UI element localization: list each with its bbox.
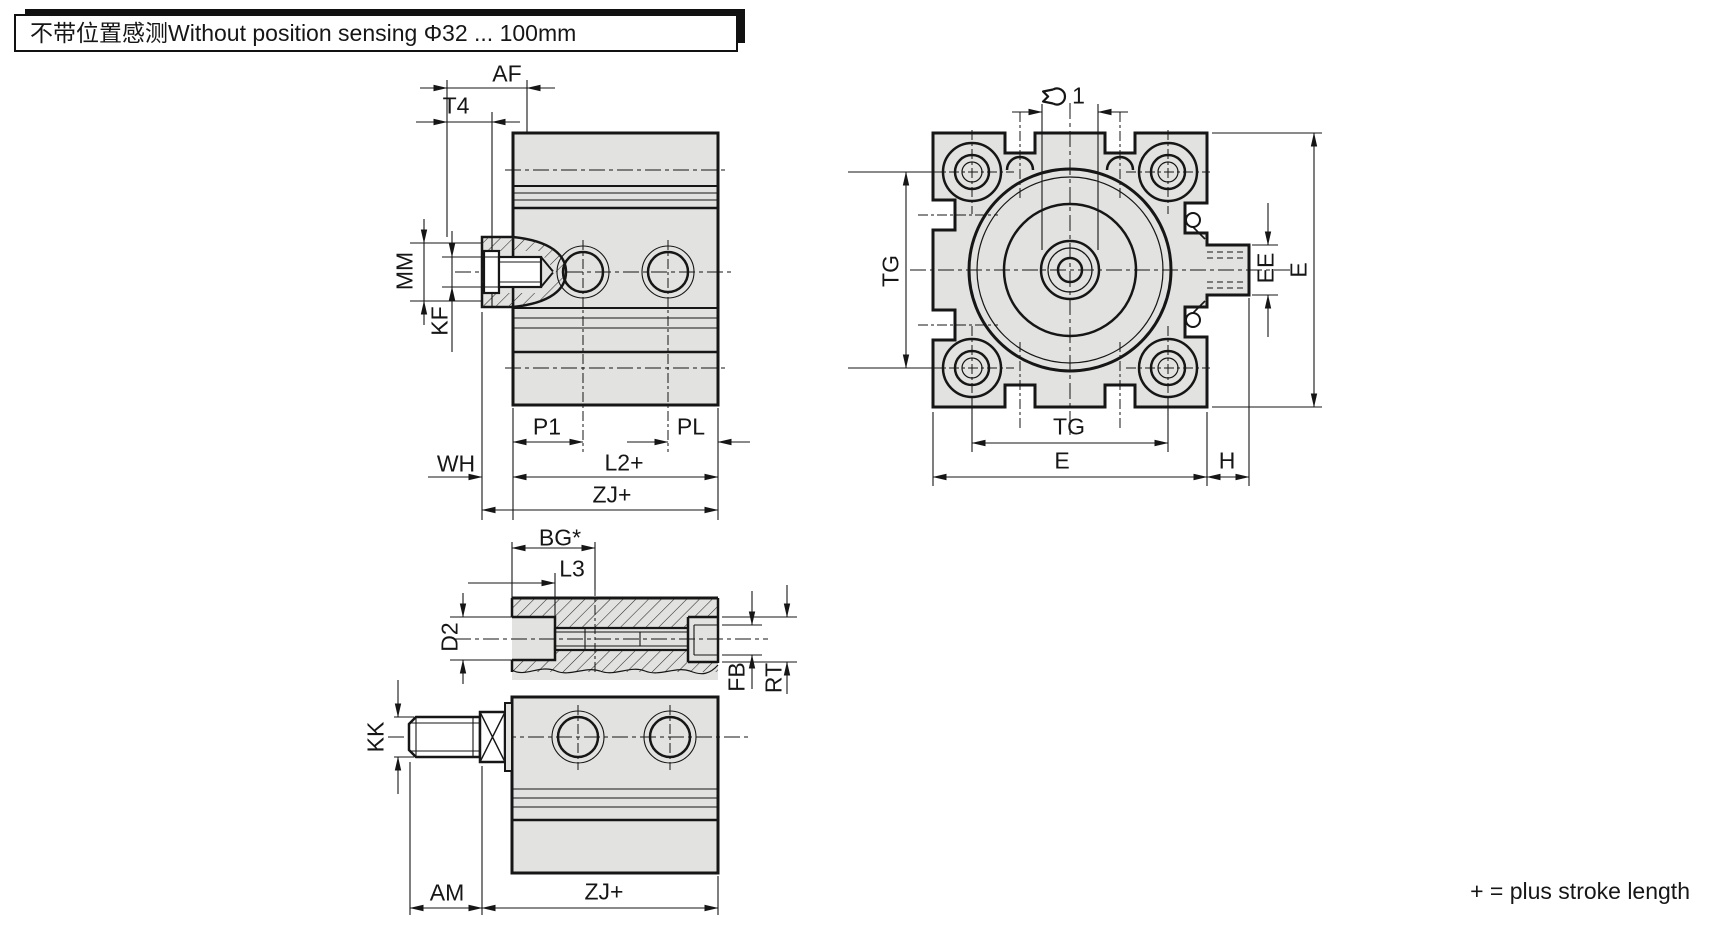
dim-label-c1-value: 1 (1072, 82, 1085, 109)
dim-label-fb: FB (723, 662, 750, 692)
dim-label-tg-left: TG (877, 255, 904, 287)
page-title: 不带位置感测Without position sensing Φ32 ... 1… (30, 20, 577, 46)
dim-label-p1: P1 (532, 413, 562, 440)
dim-label-l2-plus: L2+ (604, 449, 644, 476)
dim-label-bg: BG* (538, 524, 582, 551)
dim-label-zj-plus-top: ZJ+ (592, 481, 632, 508)
dim-label-e-bottom: E (1054, 447, 1070, 474)
dim-label-af: AF (492, 60, 522, 87)
front-view (848, 103, 1322, 486)
dim-label-c1: 1 (1039, 83, 1085, 110)
dim-label-am: AM (429, 879, 465, 906)
dim-label-rt: RT (760, 662, 787, 694)
dim-label-pl: PL (676, 413, 706, 440)
dim-label-wh: WH (436, 450, 476, 477)
stroke-length-note: + = plus stroke length (1470, 878, 1690, 904)
dim-label-l3: L3 (559, 555, 585, 582)
dim-label-mm: MM (391, 251, 418, 291)
dim-label-kf: KF (426, 306, 453, 336)
dim-label-ee: EE (1252, 252, 1279, 284)
dim-label-kk: KK (362, 721, 389, 753)
wrench-flats-icon (1042, 86, 1066, 106)
dim-label-d2: D2 (436, 622, 463, 652)
dim-label-tg-bottom: TG (1053, 413, 1085, 440)
title-bar: 不带位置感测Without position sensing Φ32 ... 1… (14, 14, 738, 52)
dim-label-t4: T4 (442, 92, 470, 119)
dim-label-zj-plus-bottom: ZJ+ (584, 878, 624, 905)
dim-label-e-right: E (1285, 262, 1312, 278)
section-view (388, 542, 797, 915)
side-view (410, 80, 750, 520)
dim-label-h: H (1218, 447, 1236, 474)
